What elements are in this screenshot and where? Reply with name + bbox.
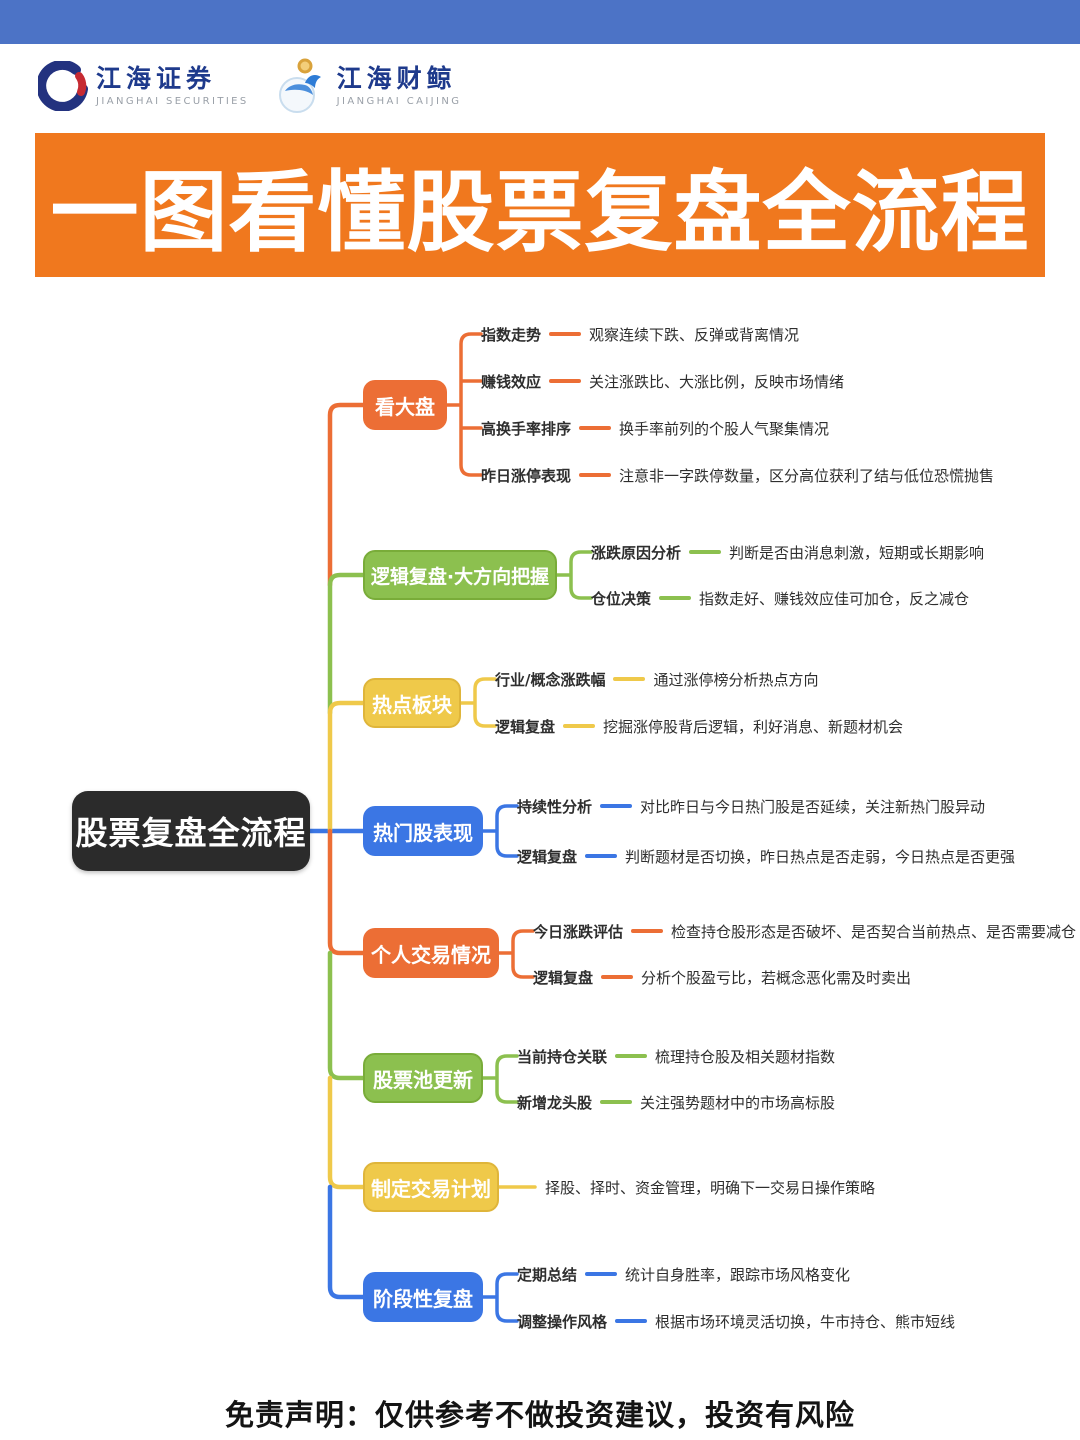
- page-title: 一图看懂股票复盘全流程: [50, 160, 1030, 264]
- branch-node-periodic-review: 阶段性复盘: [363, 1272, 483, 1322]
- subtopic-desc: 判断题材是否切换，昨日热点是否走弱，今日热点是否更强: [625, 847, 1016, 866]
- subtopic-row: 新增龙头股 关注强势题材中的市场高标股: [517, 1089, 835, 1115]
- brand-name: 江海证券: [96, 64, 217, 93]
- branch-node-market-overview: 看大盘: [363, 380, 447, 430]
- subtopic-label: 新增龙头股: [517, 1093, 593, 1112]
- subtopic-label: 行业/概念涨跌幅: [495, 670, 606, 689]
- connector-dash: [631, 929, 664, 933]
- connector-dash: [579, 473, 612, 477]
- title-banner: 一图看懂股票复盘全流程: [35, 133, 1045, 277]
- branch-node-hot-sectors: 热点板块: [363, 678, 461, 728]
- connector-dash: [563, 724, 596, 728]
- brand-caijing: 江海财鲸 JIANGHAI CAIJING: [275, 57, 462, 115]
- subtopic-desc: 对比昨日与今日热门股是否延续，关注新热门股异动: [640, 797, 986, 816]
- connector-dash: [549, 332, 582, 336]
- subtopic-label: 涨跌原因分析: [591, 543, 682, 562]
- subtopic-row: 持续性分析 对比昨日与今日热门股是否延续，关注新热门股异动: [517, 793, 985, 819]
- subtopic-desc: 统计自身胜率，跟踪市场风格变化: [625, 1265, 851, 1284]
- subtopic-desc: 挖掘涨停股背后逻辑，利好消息、新题材机会: [603, 717, 904, 736]
- subtopic-row: 行业/概念涨跌幅 通过涨停榜分析热点方向: [495, 666, 819, 692]
- subtopic-desc: 梳理持仓股及相关题材指数: [655, 1047, 836, 1066]
- subtopic-label: 指数走势: [481, 325, 542, 344]
- subtopic-label: 今日涨跌评估: [533, 922, 624, 941]
- connector-dash: [615, 1054, 648, 1058]
- subtopic-desc: 观察连续下跌、反弹或背离情况: [589, 325, 800, 344]
- brand-name: 江海财鲸: [336, 64, 457, 93]
- subtopic-row: 调整操作风格 根据市场环境灵活切换，牛市持仓、熊市短线: [517, 1308, 955, 1334]
- securities-swirl-logo-icon: [38, 61, 88, 111]
- subtopic-desc: 关注涨跌比、大涨比例，反映市场情绪: [589, 372, 845, 391]
- subtopic-row: 逻辑复盘 分析个股盈亏比，若概念恶化需及时卖出: [533, 964, 911, 990]
- connector-dash: [549, 379, 582, 383]
- brand-header: 江海证券 JIANGHAI SECURITIES 江海财鲸 JIANGHAI C…: [38, 56, 461, 116]
- connector-dash: [689, 550, 722, 554]
- whale-icon: [278, 58, 321, 113]
- subtopic-label: 当前持仓关联: [517, 1047, 608, 1066]
- subtopic-desc: 根据市场环境灵活切换，牛市持仓、熊市短线: [655, 1312, 956, 1331]
- brand-securities: 江海证券 JIANGHAI SECURITIES: [38, 61, 249, 111]
- subtopic-row: 指数走势 观察连续下跌、反弹或背离情况: [481, 321, 799, 347]
- subtopic-row: 择股、择时、资金管理，明确下一交易日操作策略: [545, 1174, 875, 1200]
- connector-dash: [579, 426, 612, 430]
- branch-node-logic-review: 逻辑复盘·大方向把握: [363, 550, 557, 600]
- branch-node-stock-pool: 股票池更新: [363, 1053, 483, 1103]
- brand-subtitle: JIANGHAI SECURITIES: [96, 96, 249, 107]
- subtopic-label: 仓位决策: [591, 589, 652, 608]
- subtopic-label: 逻辑复盘: [517, 847, 578, 866]
- brand-subtitle: JIANGHAI CAIJING: [336, 96, 462, 107]
- subtopic-desc: 分析个股盈亏比，若概念恶化需及时卖出: [641, 968, 912, 987]
- disclaimer-text: 免责声明：仅供参考不做投资建议，投资有风险: [224, 1398, 855, 1432]
- subtopic-row: 逻辑复盘 挖掘涨停股背后逻辑，利好消息、新题材机会: [495, 713, 903, 739]
- connector-dash: [615, 1319, 648, 1323]
- subtopic-desc: 通过涨停榜分析热点方向: [653, 670, 819, 689]
- branch-node-hot-stocks: 热门股表现: [363, 806, 483, 856]
- subtopic-label: 持续性分析: [517, 797, 593, 816]
- subtopic-label: 高换手率排序: [481, 419, 572, 438]
- connector-dash: [613, 677, 646, 681]
- subtopic-row: 昨日涨停表现 注意非一字跌停数量，区分高位获利了结与低位恐慌抛售: [481, 462, 994, 488]
- connector-dash: [585, 1272, 618, 1276]
- subtopic-label: 逻辑复盘: [533, 968, 594, 987]
- subtopic-row: 定期总结 统计自身胜率，跟踪市场风格变化: [517, 1261, 850, 1287]
- subtopic-desc: 换手率前列的个股人气聚集情况: [619, 419, 830, 438]
- subtopic-desc: 关注强势题材中的市场高标股: [640, 1093, 836, 1112]
- connector-dash: [600, 1100, 633, 1104]
- subtopic-label: 昨日涨停表现: [481, 466, 572, 485]
- subtopic-desc: 择股、择时、资金管理，明确下一交易日操作策略: [545, 1178, 876, 1197]
- subtopic-desc: 检查持仓股形态是否破坏、是否契合当前热点、是否需要减仓: [671, 922, 1077, 941]
- subtopic-desc: 指数走好、赚钱效应佳可加仓，反之减仓: [699, 589, 970, 608]
- subtopic-row: 今日涨跌评估 检查持仓股形态是否破坏、是否契合当前热点、是否需要减仓: [533, 918, 1076, 944]
- subtopic-row: 逻辑复盘 判断题材是否切换，昨日热点是否走弱，今日热点是否更强: [517, 843, 1015, 869]
- subtopic-label: 调整操作风格: [517, 1312, 608, 1331]
- root-node: 股票复盘全流程: [72, 791, 310, 871]
- branch-node-trading-plan: 制定交易计划: [363, 1162, 499, 1212]
- connector-dash: [659, 596, 692, 600]
- subtopic-row: 仓位决策 指数走好、赚钱效应佳可加仓，反之减仓: [591, 585, 969, 611]
- subtopic-label: 定期总结: [517, 1265, 578, 1284]
- subtopic-row: 涨跌原因分析 判断是否由消息刺激，短期或长期影响: [591, 539, 984, 565]
- top-accent-bar: [0, 0, 1080, 44]
- subtopic-row: 赚钱效应 关注涨跌比、大涨比例，反映市场情绪: [481, 368, 844, 394]
- connector-dash: [600, 804, 633, 808]
- subtopic-label: 赚钱效应: [481, 372, 542, 391]
- subtopic-desc: 判断是否由消息刺激，短期或长期影响: [729, 543, 985, 562]
- connector-dash: [585, 854, 618, 858]
- subtopic-row: 高换手率排序 换手率前列的个股人气聚集情况: [481, 415, 829, 441]
- subtopic-label: 逻辑复盘: [495, 717, 556, 736]
- branch-node-personal-trades: 个人交易情况: [363, 928, 499, 978]
- subtopic-desc: 注意非一字跌停数量，区分高位获利了结与低位恐慌抛售: [619, 466, 995, 485]
- subtopic-row: 当前持仓关联 梳理持仓股及相关题材指数: [517, 1043, 835, 1069]
- connector-dash: [601, 975, 634, 979]
